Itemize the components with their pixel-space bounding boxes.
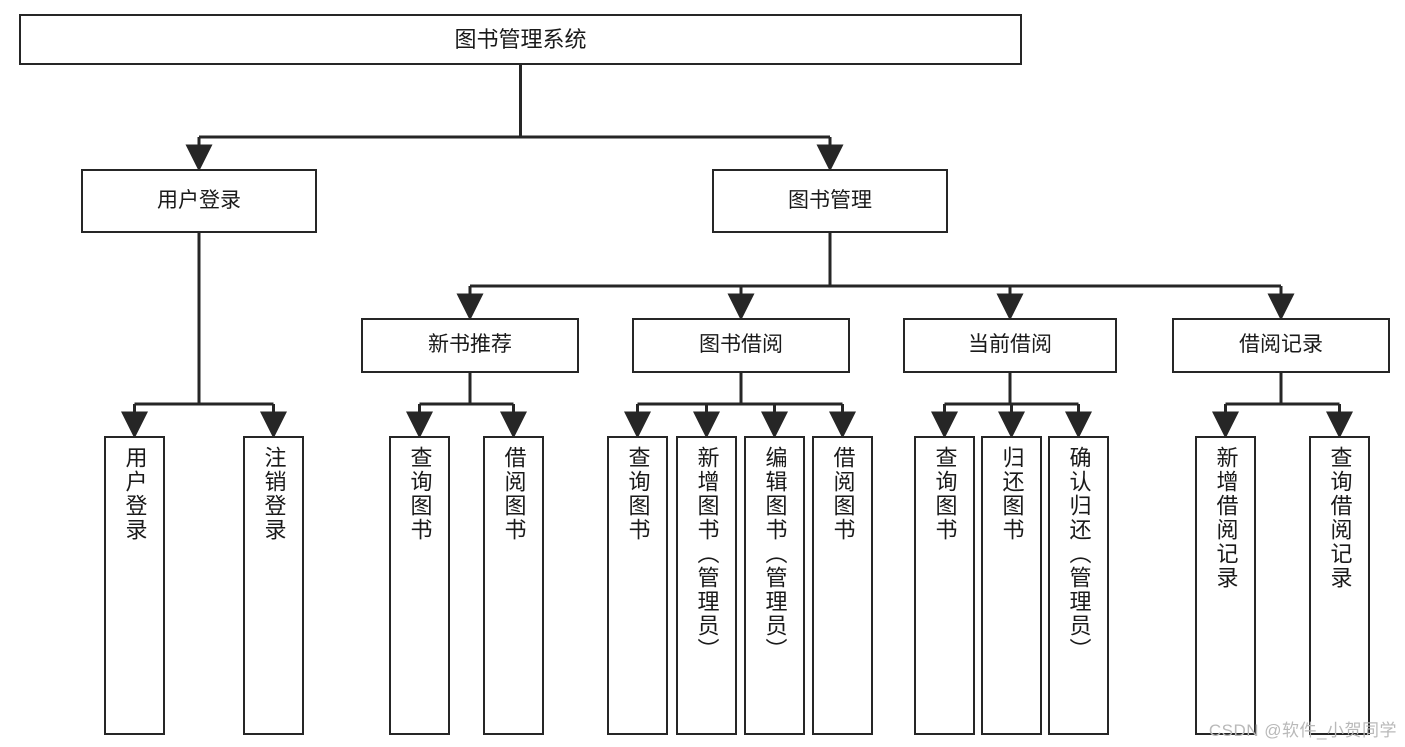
node-leaf-edit-book-admin-label: 编辑图书（管理员） — [762, 446, 788, 662]
node-leaf-return-book[interactable]: 归还图书 — [981, 436, 1042, 735]
node-leaf-query-book-recommend[interactable]: 查询图书 — [389, 436, 450, 735]
node-leaf-borrow-book-recommend-label: 借阅图书 — [501, 446, 527, 542]
node-root[interactable]: 图书管理系统 — [19, 14, 1022, 65]
node-leaf-edit-book-admin[interactable]: 编辑图书（管理员） — [744, 436, 805, 735]
node-new-book-recommend[interactable]: 新书推荐 — [361, 318, 579, 373]
node-leaf-query-book-current[interactable]: 查询图书 — [914, 436, 975, 735]
node-new-book-recommend-label: 新书推荐 — [428, 333, 512, 357]
node-leaf-confirm-return-admin-label: 确认归还（管理员） — [1066, 446, 1092, 662]
node-book-borrow-label: 图书借阅 — [699, 333, 783, 357]
node-borrow-record-label: 借阅记录 — [1239, 333, 1323, 357]
node-user-login[interactable]: 用户登录 — [81, 169, 317, 233]
node-leaf-user-login-label: 用户登录 — [122, 446, 148, 542]
node-leaf-query-borrow-record-label: 查询借阅记录 — [1327, 446, 1353, 590]
node-leaf-logout[interactable]: 注销登录 — [243, 436, 304, 735]
node-root-label: 图书管理系统 — [454, 26, 587, 52]
node-current-borrow[interactable]: 当前借阅 — [903, 318, 1117, 373]
node-leaf-logout-label: 注销登录 — [261, 446, 287, 542]
node-book-management-label: 图书管理 — [788, 188, 872, 212]
node-leaf-add-book-admin-label: 新增图书（管理员） — [694, 446, 720, 662]
node-leaf-query-book-current-label: 查询图书 — [932, 446, 958, 542]
node-leaf-confirm-return-admin[interactable]: 确认归还（管理员） — [1048, 436, 1109, 735]
watermark: CSDN @软件_小贺同学 — [1208, 721, 1397, 740]
node-leaf-add-borrow-record[interactable]: 新增借阅记录 — [1195, 436, 1256, 735]
node-leaf-query-book-borrow-label: 查询图书 — [625, 446, 651, 542]
node-leaf-add-borrow-record-label: 新增借阅记录 — [1213, 446, 1239, 590]
node-leaf-return-book-label: 归还图书 — [999, 446, 1025, 542]
node-leaf-borrow-book-label: 借阅图书 — [830, 446, 856, 542]
node-leaf-query-book-borrow[interactable]: 查询图书 — [607, 436, 668, 735]
node-leaf-borrow-book-recommend[interactable]: 借阅图书 — [483, 436, 544, 735]
node-borrow-record[interactable]: 借阅记录 — [1172, 318, 1390, 373]
node-leaf-add-book-admin[interactable]: 新增图书（管理员） — [676, 436, 737, 735]
node-book-borrow[interactable]: 图书借阅 — [632, 318, 850, 373]
node-book-management[interactable]: 图书管理 — [712, 169, 948, 233]
node-leaf-borrow-book[interactable]: 借阅图书 — [812, 436, 873, 735]
node-leaf-query-book-recommend-label: 查询图书 — [407, 446, 433, 542]
node-leaf-query-borrow-record[interactable]: 查询借阅记录 — [1309, 436, 1370, 735]
node-current-borrow-label: 当前借阅 — [968, 333, 1052, 357]
node-user-login-label: 用户登录 — [157, 188, 241, 212]
node-leaf-user-login[interactable]: 用户登录 — [104, 436, 165, 735]
